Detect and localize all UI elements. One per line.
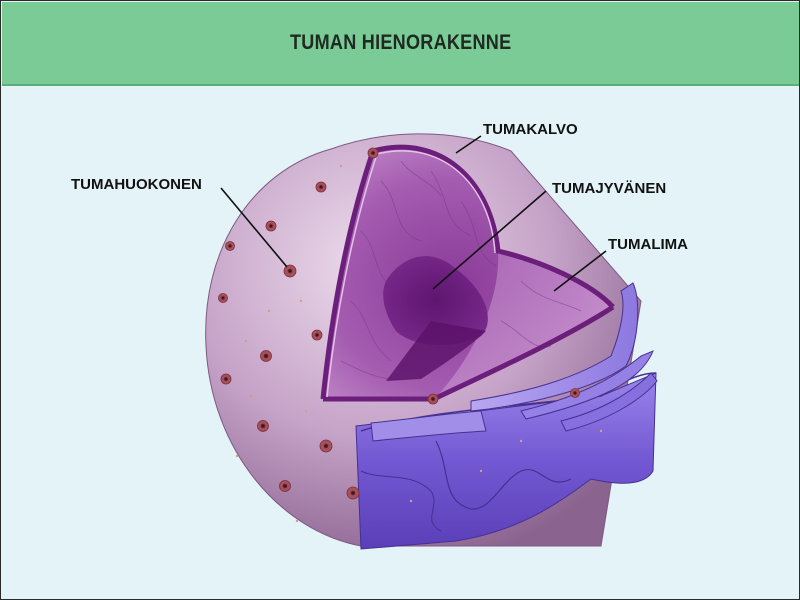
page-title: TUMAN HIENORAKENNE <box>289 31 512 54</box>
nucleoplasm-leader-line <box>553 250 607 292</box>
nuclear-pores <box>218 147 580 500</box>
chromatin-texture <box>340 160 582 380</box>
endoplasmic-reticulum <box>355 282 658 550</box>
label-nucleoplasm: TUMALIMA <box>608 236 688 253</box>
nucleoplasm-wall <box>434 251 613 399</box>
envelope-leader-line <box>455 135 482 154</box>
label-pore: TUMAHUOKONEN <box>71 176 202 193</box>
nucleolus-leader-line <box>432 190 547 290</box>
nuclear-envelope <box>320 144 615 400</box>
pore-leader-line <box>220 187 288 268</box>
header-bar: TUMAN HIENORAKENNE <box>2 2 799 86</box>
label-envelope: TUMAKALVO <box>483 121 578 138</box>
label-nucleolus: TUMAJYVÄNEN <box>552 180 666 197</box>
ribosome-specks <box>235 164 603 523</box>
nucleolus <box>383 256 488 346</box>
